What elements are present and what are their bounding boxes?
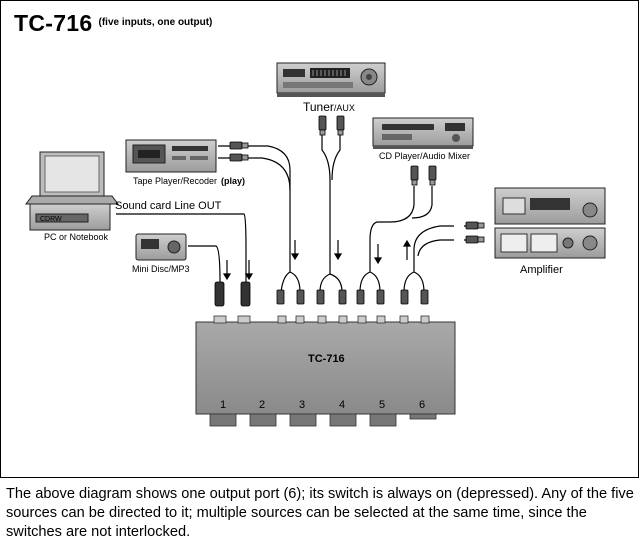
tuner-label: Tuner/AUX (303, 100, 355, 114)
port-label-2: 2 (259, 399, 265, 411)
mini-disc-label: Mini Disc/MP3 (132, 264, 190, 274)
pc-device (25, 151, 119, 231)
switch-box-name: TC-716 (308, 353, 345, 365)
mini-disc-device (135, 233, 187, 261)
port-label-6: 6 (419, 399, 425, 411)
cables (116, 135, 476, 293)
connection-diagram: Tuner/AUX CD Player/Audio Mixer Tape Pla… (25, 62, 606, 427)
amplifier-device (494, 187, 606, 259)
tape-player-label: Tape Player/Recoder(play) (133, 176, 245, 186)
tape-player-device (125, 139, 217, 173)
cd-player-device (372, 117, 474, 149)
pc-label: PC or Notebook (44, 232, 109, 242)
switch-port-labels: 1 2 3 4 5 6 (220, 399, 425, 411)
amplifier-label: Amplifier (520, 264, 563, 276)
port-label-4: 4 (339, 399, 345, 411)
tuner-device (276, 62, 386, 97)
switch-box (195, 315, 456, 427)
port-label-5: 5 (379, 399, 385, 411)
title-block: TC-716 (five inputs, one output) (14, 10, 212, 37)
signal-arrows (222, 239, 412, 281)
diagram-caption: The above diagram shows one output port … (6, 486, 634, 540)
sound-card-label: Sound card Line OUT (115, 200, 222, 212)
cdrw-label: CDRW (40, 216, 62, 223)
rca-plugs (214, 115, 485, 307)
page-subtitle: (five inputs, one output) (98, 17, 213, 28)
port-label-1: 1 (220, 399, 226, 411)
cd-player-label: CD Player/Audio Mixer (379, 151, 470, 161)
port-label-3: 3 (299, 399, 305, 411)
page-title: TC-716 (14, 10, 93, 36)
